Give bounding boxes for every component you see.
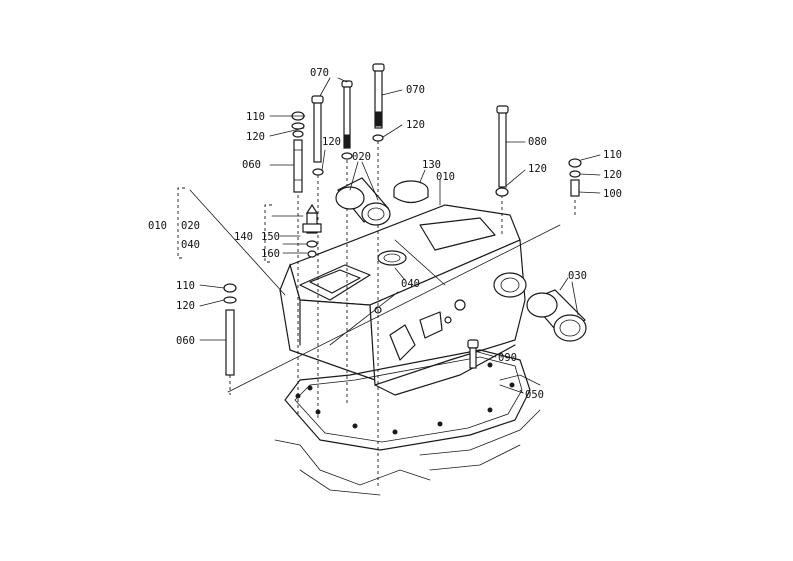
callout-090: 090 [498,352,517,364]
callout-070-a: 070 [310,67,329,79]
callout-020-b: 020 [181,220,200,232]
seal-020 [335,177,391,226]
assembly-guides [189,135,576,488]
gasket-plate [284,349,531,451]
callout-060-b: 060 [176,335,195,347]
callout-120-e: 120 [603,169,622,181]
callout-060-a: 060 [242,159,261,171]
callout-010-group: 010 [148,220,167,232]
callout-labels: 070 070 110 120 120 060 120 020 130 010 … [148,67,622,401]
stud-060-upper [293,139,303,193]
cap-130 [393,180,429,204]
callout-040-b: 040 [401,278,420,290]
callout-080: 080 [528,136,547,148]
callout-010: 010 [436,171,455,183]
washers-120-020 [312,134,384,176]
callout-150: 150 [261,231,280,243]
callout-120-b: 120 [406,119,425,131]
bearing-030 [526,289,587,342]
bolt-070-mid [341,80,353,149]
callout-100: 100 [603,188,622,200]
callout-030: 030 [568,270,587,282]
callout-120-a: 120 [246,131,265,143]
callout-110-c: 110 [176,280,195,292]
bolt-070-right [372,63,385,129]
housing-body [279,204,527,396]
callout-040-a: 040 [181,239,200,251]
callout-120-d: 120 [528,163,547,175]
lower-chassis [274,374,541,496]
callout-120-f: 120 [176,300,195,312]
callout-020-a: 020 [352,151,371,163]
stud-100-group [568,158,582,197]
leader-lines [199,77,601,394]
washer-120-upper [291,122,305,138]
bolt-090 [467,339,479,369]
callout-110-b: 110 [603,149,622,161]
callout-140: 140 [234,231,253,243]
callout-050: 050 [525,389,544,401]
callout-070-b: 070 [406,84,425,96]
callout-120-c: 120 [322,136,341,148]
valve-assembly-140 [302,203,322,258]
bolt-070-left [311,95,324,163]
group-bracket-010 [177,187,272,263]
callout-110-a: 110 [246,111,265,123]
callout-130: 130 [422,159,441,171]
bolt-080 [495,105,509,197]
callout-160: 160 [261,248,280,260]
stud-060-lower [223,283,237,376]
